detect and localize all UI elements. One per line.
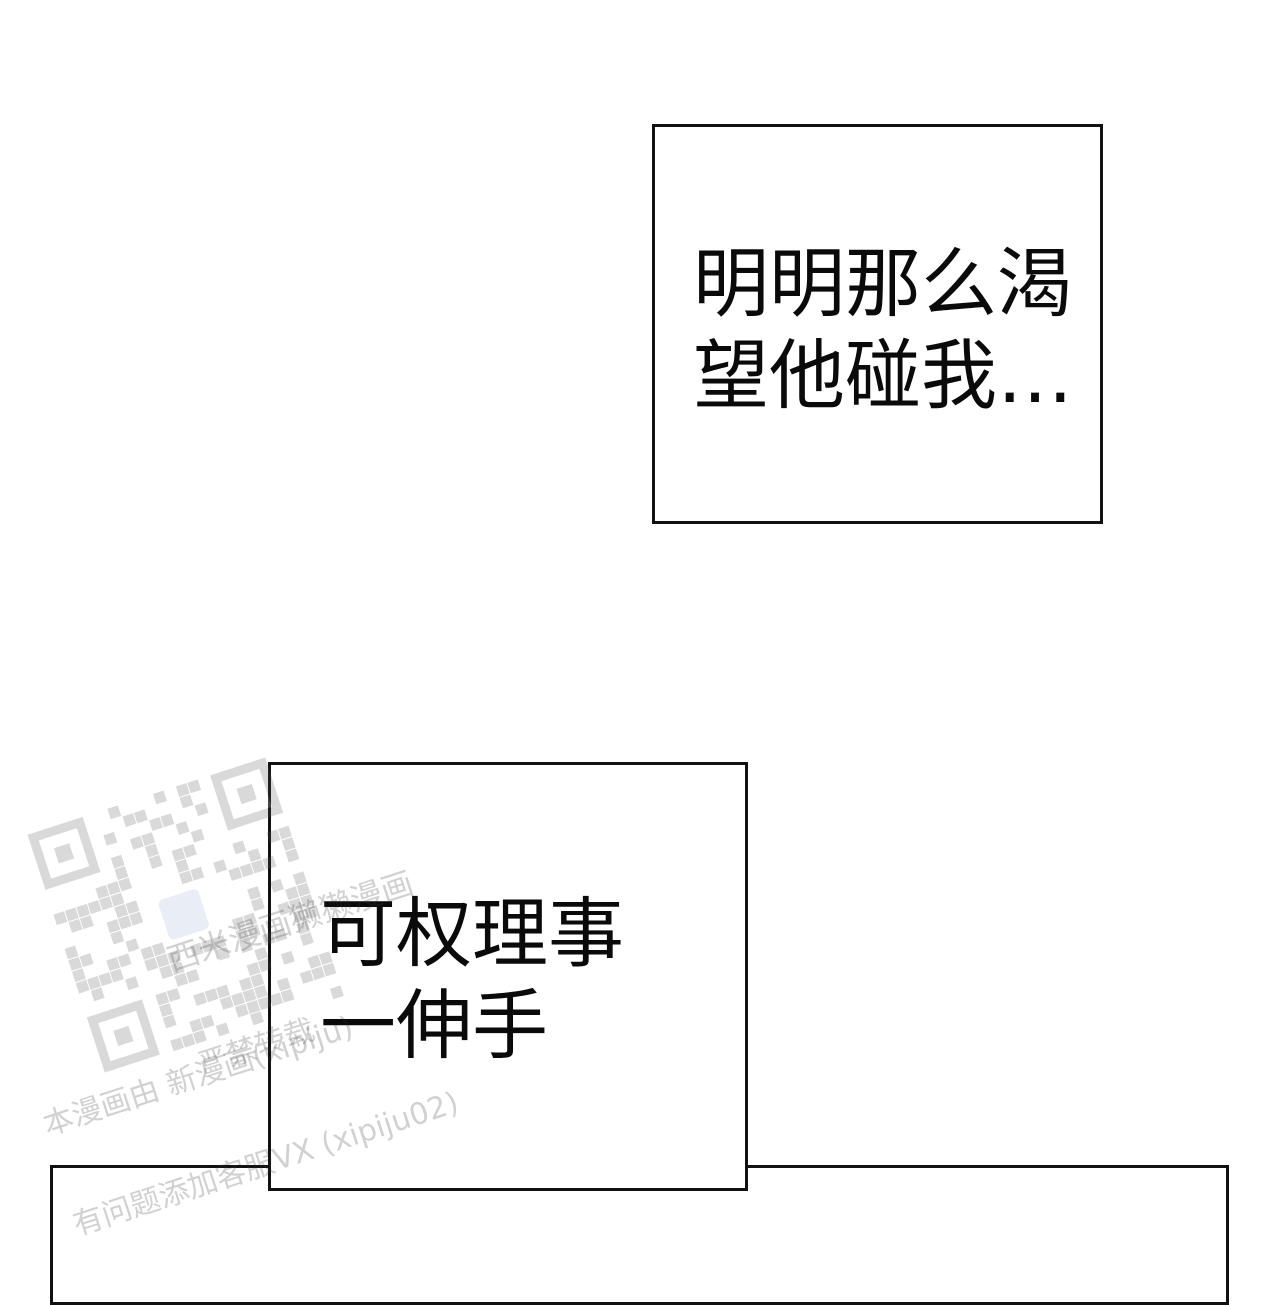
- qr-module: [129, 911, 144, 926]
- qr-module: [141, 832, 156, 847]
- qr-module: [95, 884, 110, 899]
- qr-module: [106, 919, 121, 934]
- qr-module: [189, 1018, 204, 1033]
- qr-module: [213, 859, 228, 874]
- qr-finder-icon: [86, 999, 160, 1073]
- qr-module: [171, 847, 186, 862]
- qr-module: [187, 779, 202, 794]
- qr-module: [242, 988, 257, 1003]
- qr-module: [117, 915, 132, 930]
- qr-module: [216, 984, 230, 999]
- qr-module: [175, 821, 190, 835]
- qr-module: [71, 968, 86, 983]
- qr-module: [219, 995, 234, 1010]
- qr-module: [106, 957, 121, 972]
- qr-module: [79, 953, 94, 968]
- qr-module: [231, 992, 246, 1007]
- qr-module: [133, 809, 148, 824]
- qr-module: [239, 863, 254, 878]
- qr-module: [140, 946, 155, 960]
- qr-module: [251, 859, 266, 874]
- qr-module: [125, 938, 140, 953]
- qr-module: [76, 903, 91, 918]
- qr-module: [175, 859, 190, 873]
- qr-module: [232, 840, 247, 855]
- speech-panel-top: [652, 124, 1103, 524]
- qr-module: [106, 881, 121, 896]
- caption-top: 明明那么渴 望他碰我…: [693, 238, 1073, 422]
- caption-middle: 可权理事 一伸手: [320, 888, 624, 1072]
- qr-module: [160, 813, 175, 828]
- qr-module: [144, 957, 159, 972]
- caption-top-line-1: 明明那么渴: [693, 239, 1073, 328]
- qr-module: [125, 900, 140, 915]
- qr-module: [247, 886, 262, 901]
- qr-module: [155, 991, 170, 1006]
- qr-module: [110, 892, 125, 907]
- caption-top-line-2: 望他碰我…: [693, 331, 1073, 420]
- qr-module: [75, 979, 90, 994]
- qr-module: [64, 945, 79, 960]
- qr-module: [246, 999, 261, 1014]
- qr-module: [170, 1037, 184, 1052]
- qr-module: [114, 866, 129, 881]
- qr-module: [98, 972, 113, 987]
- qr-module: [182, 843, 197, 858]
- qr-module: [190, 866, 205, 881]
- qr-module: [114, 904, 129, 918]
- qr-module: [179, 794, 194, 809]
- caption-middle-line-2: 一伸手: [320, 981, 548, 1070]
- qr-module: [64, 907, 79, 922]
- qr-module: [107, 805, 122, 820]
- qr-module: [103, 831, 118, 846]
- qr-module: [228, 867, 243, 881]
- qr-module: [246, 962, 261, 976]
- qr-module: [117, 953, 132, 968]
- qr-module: [178, 870, 193, 885]
- qr-module: [194, 802, 209, 817]
- qr-module: [99, 896, 113, 911]
- qr-module: [254, 984, 268, 999]
- qr-module: [90, 987, 105, 1002]
- qr-module: [162, 1014, 177, 1029]
- qr-module: [238, 977, 253, 992]
- qr-module: [153, 790, 167, 805]
- qr-module: [200, 1014, 215, 1029]
- qr-module: [166, 987, 181, 1002]
- qr-module: [204, 988, 219, 1003]
- qr-module: [87, 976, 101, 990]
- qr-module: [53, 911, 68, 926]
- qr-module: [110, 854, 125, 869]
- qr-module: [190, 828, 205, 843]
- qr-module: [148, 855, 163, 869]
- qr-module: [110, 930, 125, 945]
- qr-module: [129, 835, 144, 850]
- qr-module: [149, 817, 163, 831]
- qr-module: [193, 991, 208, 1006]
- qr-module: [250, 973, 265, 988]
- qr-module: [68, 918, 83, 933]
- qr-module: [68, 956, 83, 971]
- qr-module: [145, 843, 159, 858]
- qr-module: [159, 1003, 173, 1017]
- caption-middle-line-1: 可权理事: [320, 889, 624, 978]
- qr-module: [79, 915, 94, 930]
- qr-finder-icon: [27, 816, 101, 890]
- qr-module: [87, 900, 102, 914]
- qr-module: [234, 1003, 249, 1018]
- speech-panel-middle: [268, 762, 748, 1191]
- qr-module: [118, 877, 133, 892]
- qr-module: [247, 848, 262, 863]
- qr-module: [122, 813, 137, 827]
- qr-module: [175, 783, 190, 797]
- qr-module: [109, 968, 124, 983]
- qr-module: [125, 976, 139, 991]
